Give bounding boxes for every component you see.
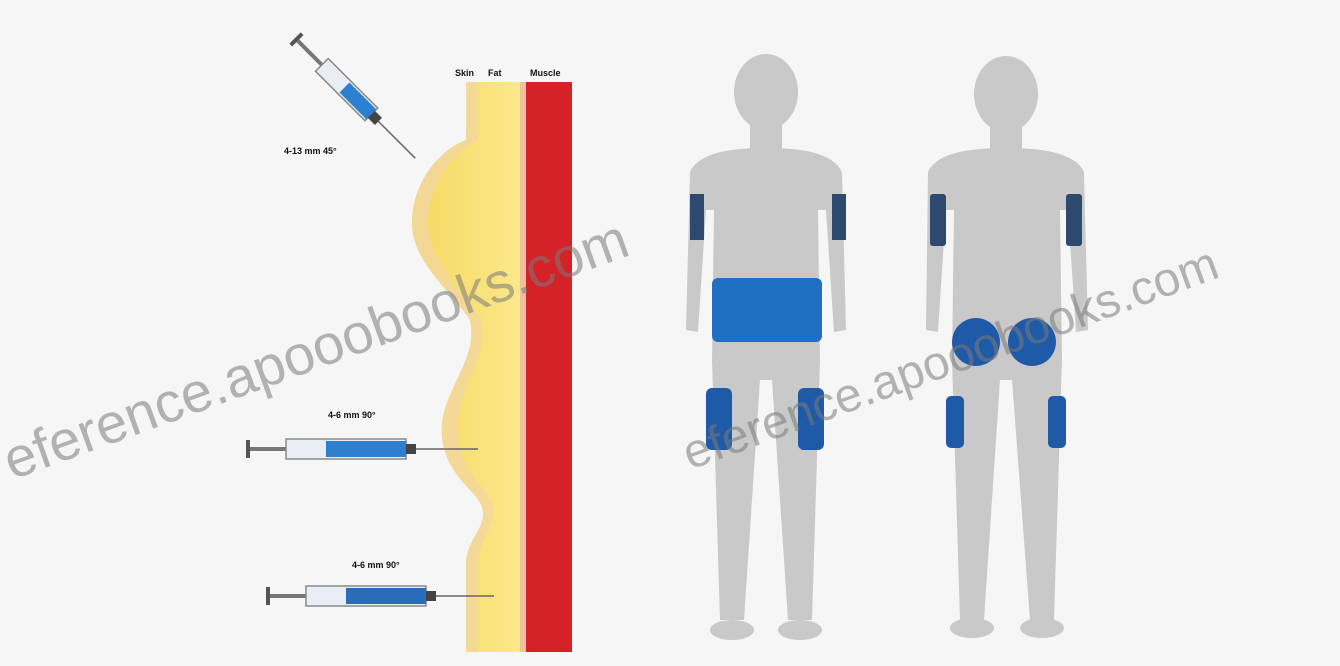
front-body-figure [686,54,846,640]
muscle-label: Muscle [530,68,561,78]
muscle-layer [524,82,572,652]
front-arm-site-right [832,194,846,240]
abdomen-site [712,278,822,342]
skin-label: Skin [455,68,474,78]
syringe-3-label: 4-6 mm 90° [352,560,400,570]
fat-label: Fat [488,68,502,78]
syringe-1-label: 4-13 mm 45° [284,146,337,156]
front-arm-site-left [690,194,704,240]
syringe-icon [266,586,494,606]
syringe-2-label: 4-6 mm 90° [328,410,376,420]
back-arm-site-right [1066,194,1082,246]
syringe-icon [289,32,422,165]
back-thigh-site-right [1048,396,1066,448]
back-thigh-site-left [946,396,964,448]
back-arm-site-left [930,194,946,246]
cross-section: Skin Fat Muscle [412,68,572,652]
